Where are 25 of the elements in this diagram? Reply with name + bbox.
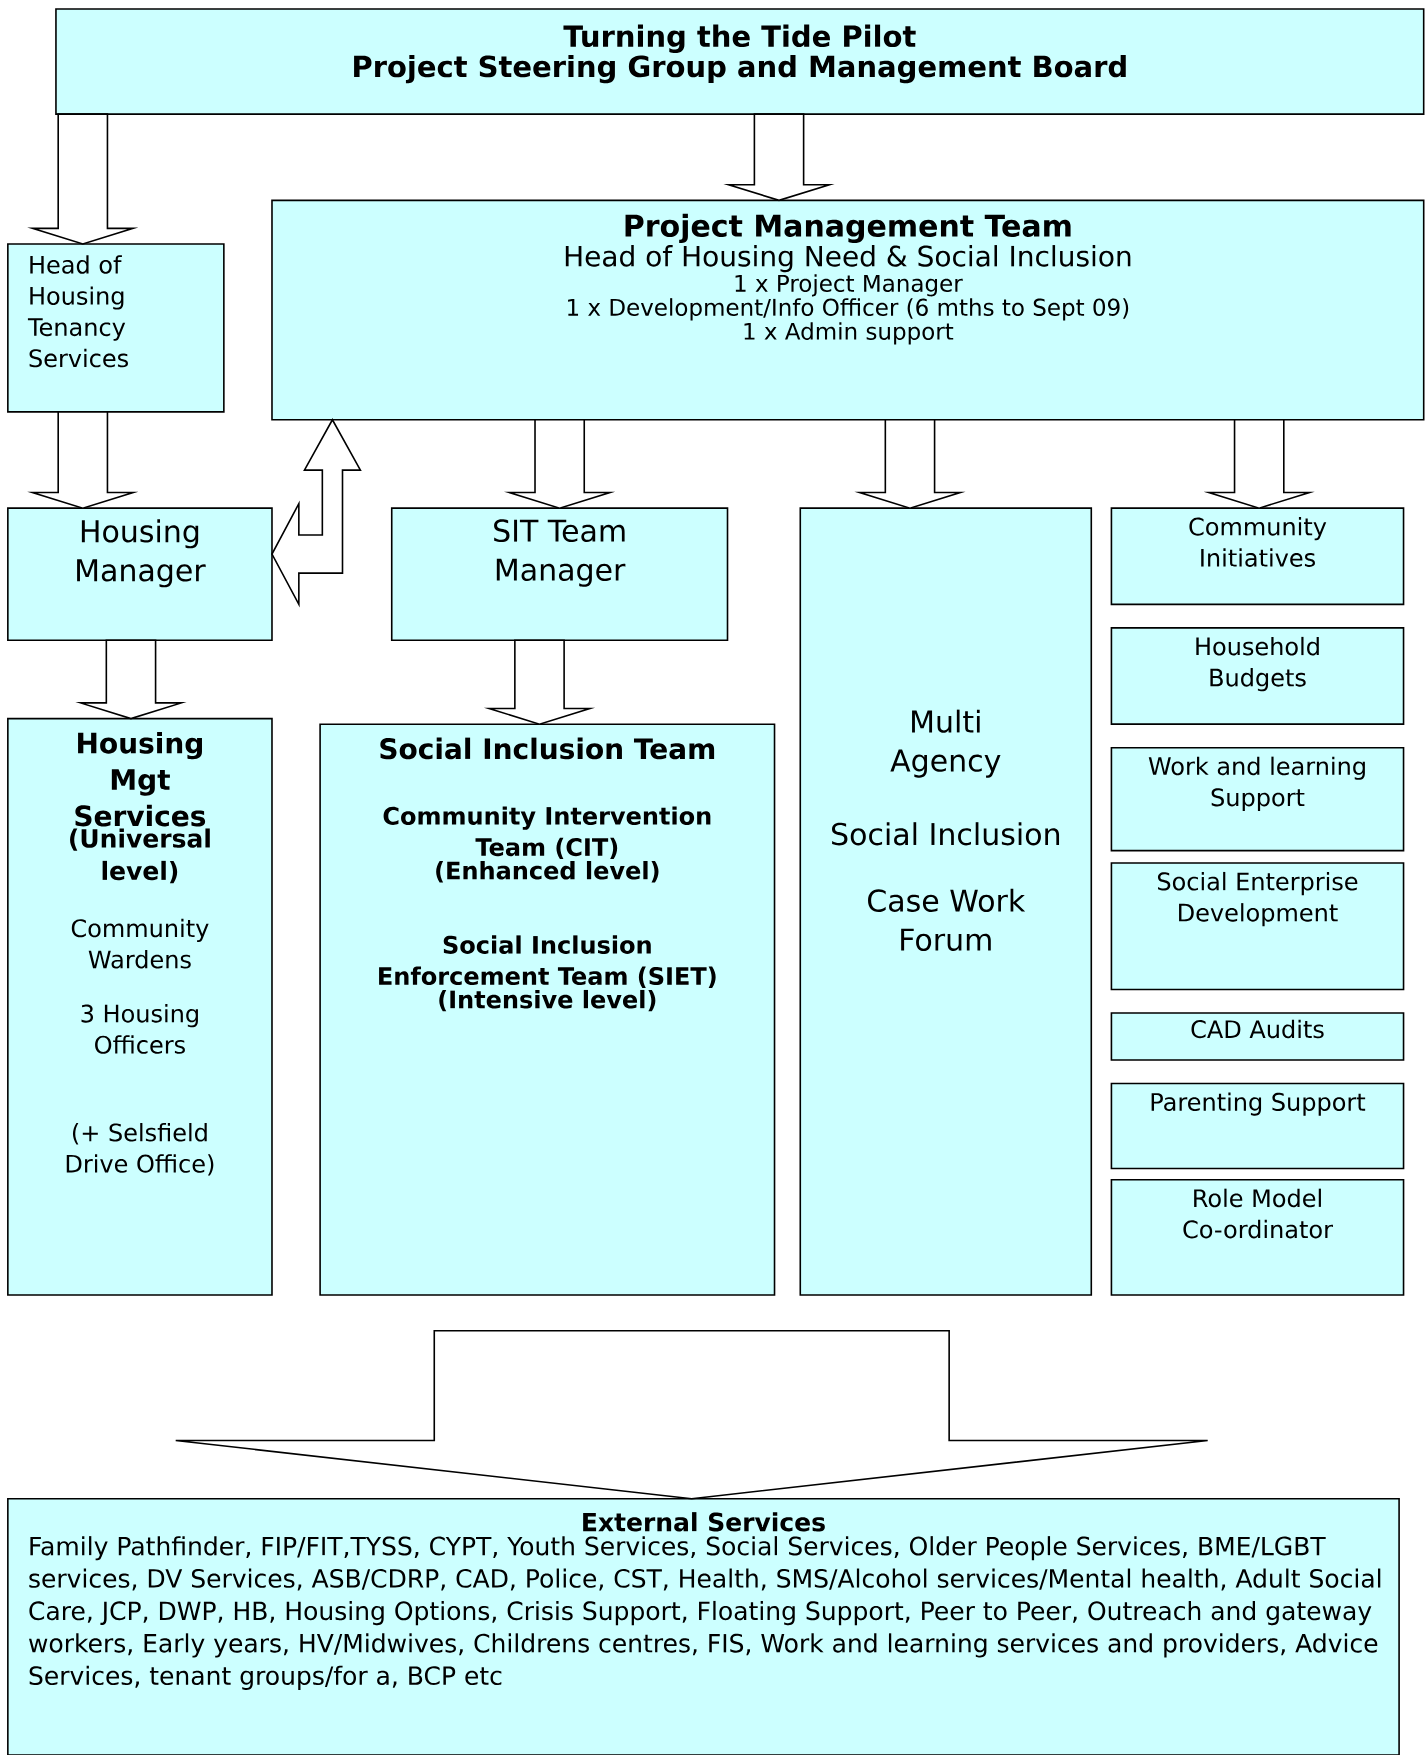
block-arrow <box>75 639 187 720</box>
services-box: External Services Family Pathfinder, FIP/FIT,TYSS, CYPT, Youth Services, Social Services, Older People Services, BME/LGBT services, DV Services, ASB/CDRP, CAD, Police, CST, Health, SMS/Alcohol services/Mental health, Adult Social Care, JCP, DWP, HB, Housing Options, Crisis Support, Floating Support, Peer to Peer, Outreach and gateway workers, Early years, HV/Midwives, Childrens centres, FIS, Work and learning services and providers, Advice Services, tenant groups/for a, BCP etc <box>7 1497 1400 1755</box>
org-box: Community Initiatives <box>1110 507 1405 606</box>
org-box: SIT Team Manager <box>390 507 729 641</box>
block-arrow <box>504 418 616 509</box>
org-box: CAD Audits <box>1110 1012 1405 1061</box>
block-arrow <box>27 411 139 509</box>
org-box: Parenting Support <box>1110 1082 1405 1170</box>
block-arrow <box>1203 418 1315 509</box>
title-banner: Turning the Tide Pilot Project Steering Group and Management Board <box>55 8 1425 115</box>
org-box: Project Management Team Head of Housing Need & Social Inclusion 1 x Project Manager 1 x Development/Info Officer (6 mths to Sept 09) 1 x Admin support <box>271 199 1425 421</box>
bent-double-arrow <box>271 418 362 608</box>
block-arrow <box>174 1330 1209 1500</box>
block-arrow <box>723 113 835 202</box>
org-box: Role Model Co-ordinator <box>1110 1178 1405 1296</box>
org-box: Social Enterprise Development <box>1110 862 1405 991</box>
org-box: Head of Housing Tenancy Services <box>7 243 225 413</box>
org-box: Work and learning Support <box>1110 746 1405 852</box>
org-box: Housing Mgt Services (Universal level) Community Wardens 3 Housing Officers (+ Selsfield Drive Office) <box>7 717 273 1296</box>
block-arrow <box>854 418 966 509</box>
org-box: Housing Manager <box>7 507 273 641</box>
org-box: Household Budgets <box>1110 627 1405 725</box>
org-box: Multi Agency Social Inclusion Case Work Forum <box>799 507 1093 1296</box>
org-box: Social Inclusion Team Community Intervention Team (CIT) (Enhanced level) Social Inclusion Enforcement Team (SIET) (Intensive level) <box>319 723 776 1296</box>
block-arrow <box>483 639 596 725</box>
